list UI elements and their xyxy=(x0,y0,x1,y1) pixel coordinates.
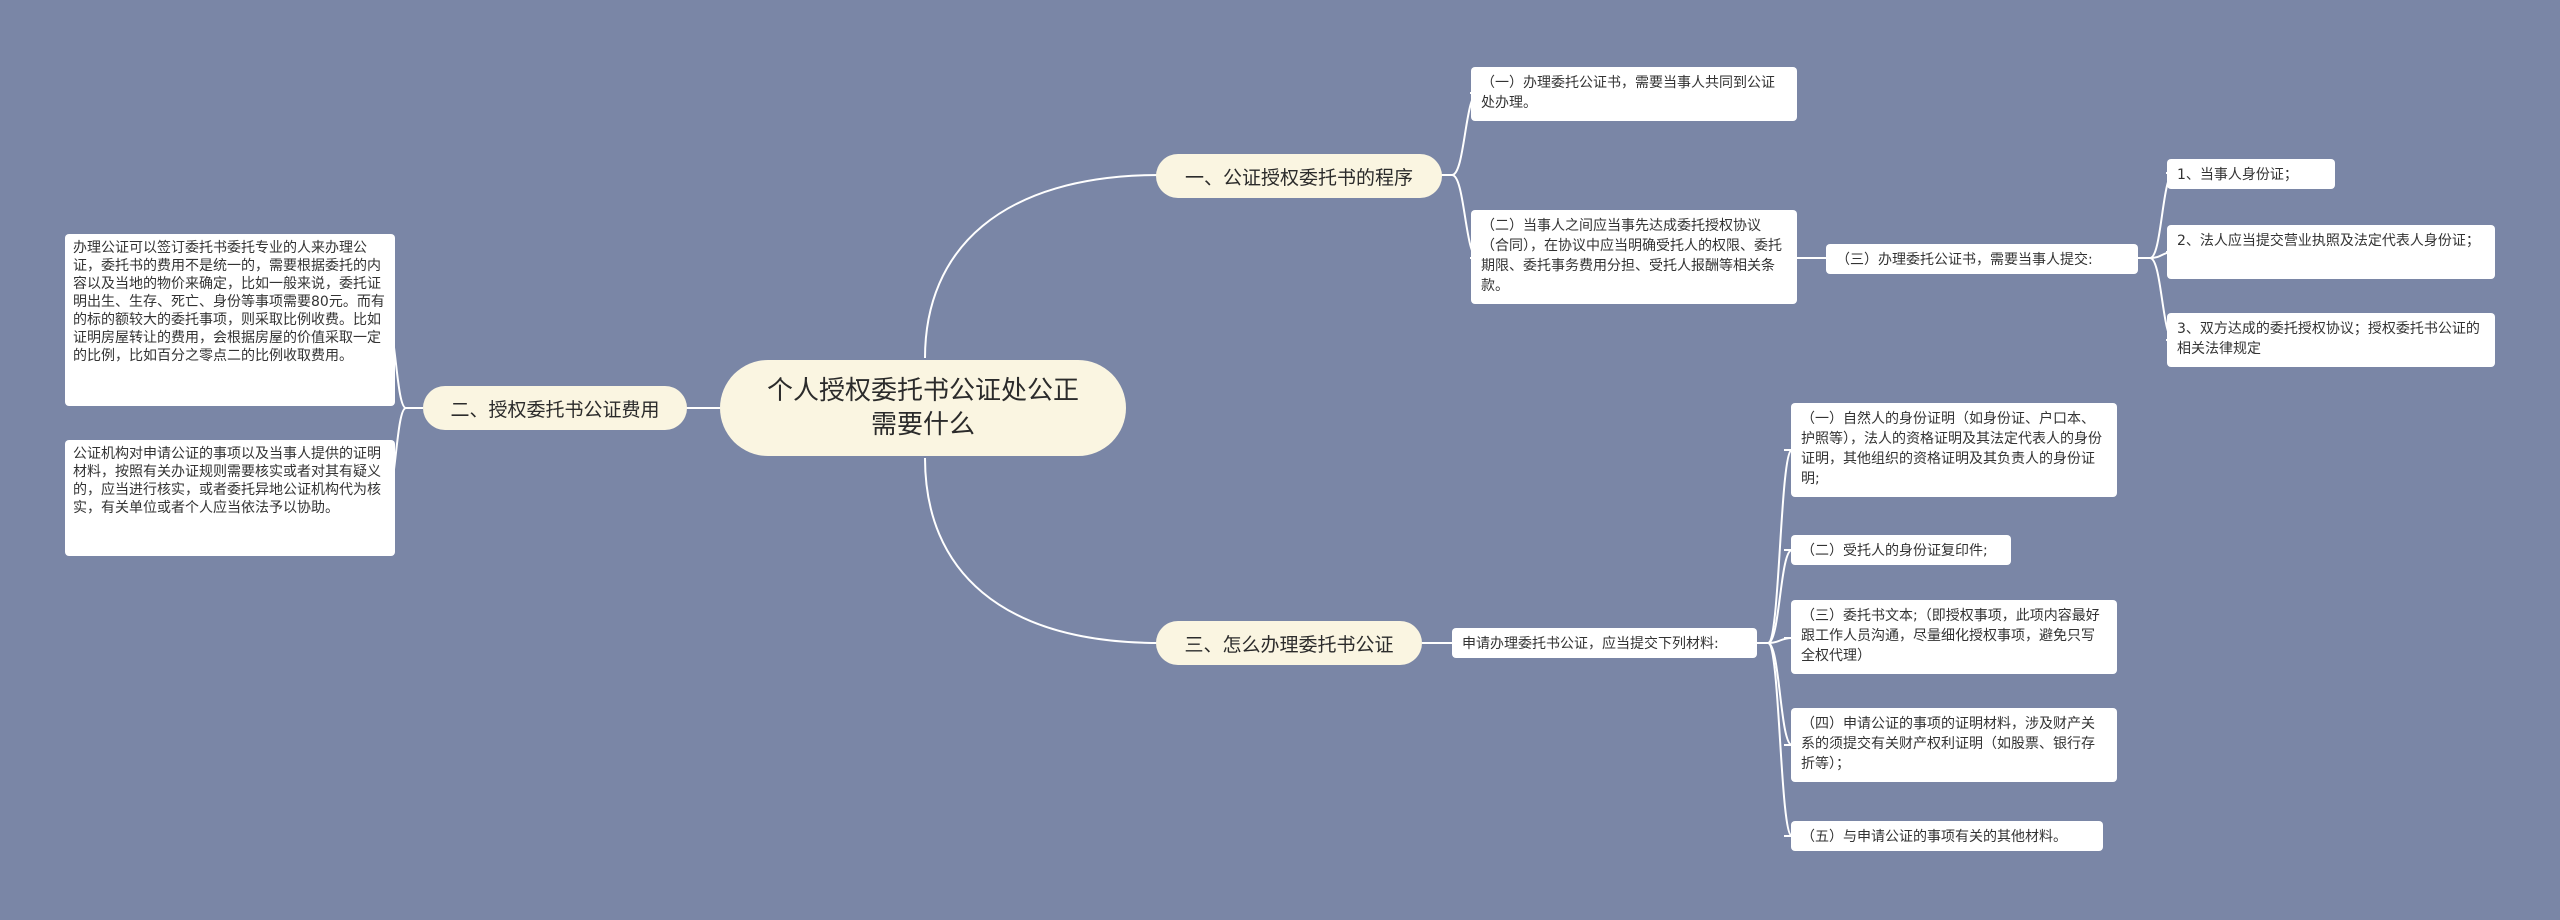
materials-sub-2[interactable]: （二）受托人的身份证复印件; xyxy=(1791,535,2011,565)
documents-sub-1[interactable]: 1、当事人身份证； xyxy=(2167,159,2335,189)
edge-hub-sub5 xyxy=(1767,642,1793,837)
materials-sub-4[interactable]: （四）申请公证的事项的证明材料，涉及财产关系的须提交有关财产权利证明（如股票、银… xyxy=(1791,708,2117,782)
branch-procedure-label: 一、公证授权委托书的程序 xyxy=(1184,166,1413,189)
materials-sub-5[interactable]: （五）与申请公证的事项有关的其他材料。 xyxy=(1791,821,2103,851)
procedure-item-3[interactable]: （三）办理委托公证书，需要当事人提交: xyxy=(1826,244,2138,274)
branch-how-to-label: 三、怎么办理委托书公证 xyxy=(1184,633,1394,656)
edge-root-branch1 xyxy=(924,174,1161,359)
documents-sub-3[interactable]: 3、双方达成的委托授权协议；授权委托书公证的相关法律规定 xyxy=(2167,313,2495,367)
procedure-item-2[interactable]: （二）当事人之间应当事先达成委托授权协议（合同），在协议中应当明确受托人的权限、… xyxy=(1471,210,1797,304)
materials-sub-1[interactable]: （一）自然人的身份证明（如身份证、户口本、护照等），法人的资格证明及其法定代表人… xyxy=(1791,403,2117,497)
branch-how-to[interactable]: 三、怎么办理委托书公证 xyxy=(1156,621,1422,665)
materials-hub[interactable]: 申请办理委托书公证，应当提交下列材料: xyxy=(1452,628,1757,658)
branch-fees-label: 二、授权委托书公证费用 xyxy=(450,398,660,421)
root-topic[interactable]: 个人授权委托书公证处公正需要什么 xyxy=(720,360,1126,456)
fees-item-1[interactable]: 办理公证可以签订委托书委托专业的人来办理公证，委托书的费用不是统一的，需要根据委… xyxy=(65,234,395,406)
documents-sub-2[interactable]: 2、法人应当提交营业执照及法定代表人身份证； xyxy=(2167,225,2495,279)
fees-item-2[interactable]: 公证机构对申请公证的事项以及当事人提供的证明材料，按照有关办证规则需要核实或者对… xyxy=(65,440,395,556)
root-title: 个人授权委托书公证处公正需要什么 xyxy=(766,376,1079,440)
branch-procedure[interactable]: 一、公证授权委托书的程序 xyxy=(1156,154,1442,198)
edge-hub-sub1 xyxy=(1757,449,1793,644)
procedure-item-1[interactable]: （一）办理委托公证书，需要当事人共同到公证处办理。 xyxy=(1471,67,1797,121)
edge-hub-sub2 xyxy=(1767,549,1793,644)
branch-fees[interactable]: 二、授权委托书公证费用 xyxy=(423,386,687,430)
materials-sub-3[interactable]: （三）委托书文本;（即授权事项，此项内容最好跟工作人员沟通，尽量细化授权事项，避… xyxy=(1791,600,2117,674)
edge-hub-sub4 xyxy=(1767,642,1793,746)
edge-root-branch3 xyxy=(924,457,1161,644)
